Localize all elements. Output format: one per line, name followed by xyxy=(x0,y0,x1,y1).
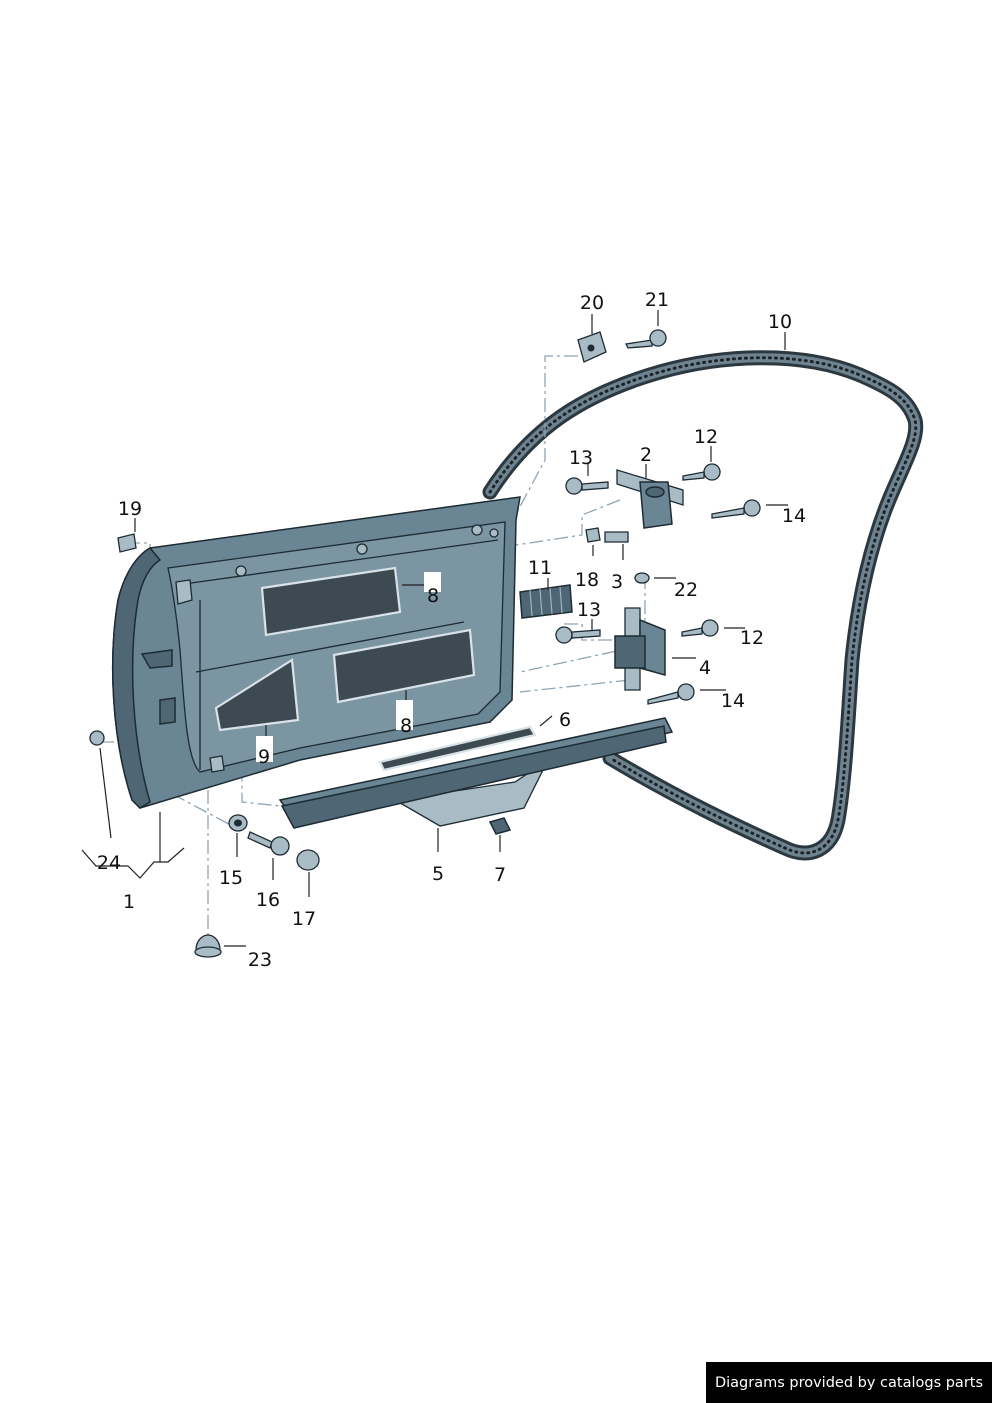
lower-hinge xyxy=(614,607,666,691)
callout-13-lower: 13 xyxy=(577,599,601,621)
callout-16: 16 xyxy=(256,889,280,911)
callout-19: 19 xyxy=(118,498,142,520)
callout-14-upper: 14 xyxy=(782,505,806,527)
callout-4: 4 xyxy=(699,657,711,679)
callout-17: 17 xyxy=(292,908,316,930)
sill-trim xyxy=(278,717,674,829)
callout-13-upper: 13 xyxy=(569,447,593,469)
callout-10: 10 xyxy=(768,311,792,333)
insulation-pads xyxy=(214,566,476,732)
callout-5: 5 xyxy=(432,863,444,885)
callout-20: 20 xyxy=(580,292,604,314)
door-seal xyxy=(482,350,924,861)
callout-1: 1 xyxy=(123,891,135,913)
callout-12-lower: 12 xyxy=(740,627,764,649)
callout-3: 3 xyxy=(611,571,623,593)
insulation-pad-lower xyxy=(332,628,476,704)
callout-labels: 1 2 3 4 5 6 7 8 8 9 10 11 12 12 13 13 14… xyxy=(97,289,806,971)
callout-11: 11 xyxy=(528,557,552,579)
fasteners xyxy=(89,329,761,958)
attribution-footer: Diagrams provided by catalogs parts xyxy=(706,1362,992,1403)
callout-6: 6 xyxy=(559,709,571,731)
callout-12-upper: 12 xyxy=(694,426,718,448)
callout-21: 21 xyxy=(645,289,669,311)
footer-text: Diagrams provided by catalogs parts xyxy=(714,1374,984,1391)
callout-7: 7 xyxy=(494,864,506,886)
callout-9: 9 xyxy=(258,746,270,768)
callout-24: 24 xyxy=(97,852,121,874)
callout-18: 18 xyxy=(575,569,599,591)
insulation-pad-left xyxy=(214,658,300,732)
leader-lines xyxy=(81,310,788,947)
insulation-pad-upper xyxy=(260,566,402,637)
callout-8-lower: 8 xyxy=(400,715,412,737)
callout-15: 15 xyxy=(219,867,243,889)
callout-2: 2 xyxy=(640,444,652,466)
callout-22: 22 xyxy=(674,579,698,601)
callout-23: 23 xyxy=(248,949,272,971)
upper-hinge xyxy=(616,469,684,529)
callout-14-lower: 14 xyxy=(721,690,745,712)
callout-8-upper: 8 xyxy=(427,585,439,607)
check-strap-pad xyxy=(519,584,573,619)
